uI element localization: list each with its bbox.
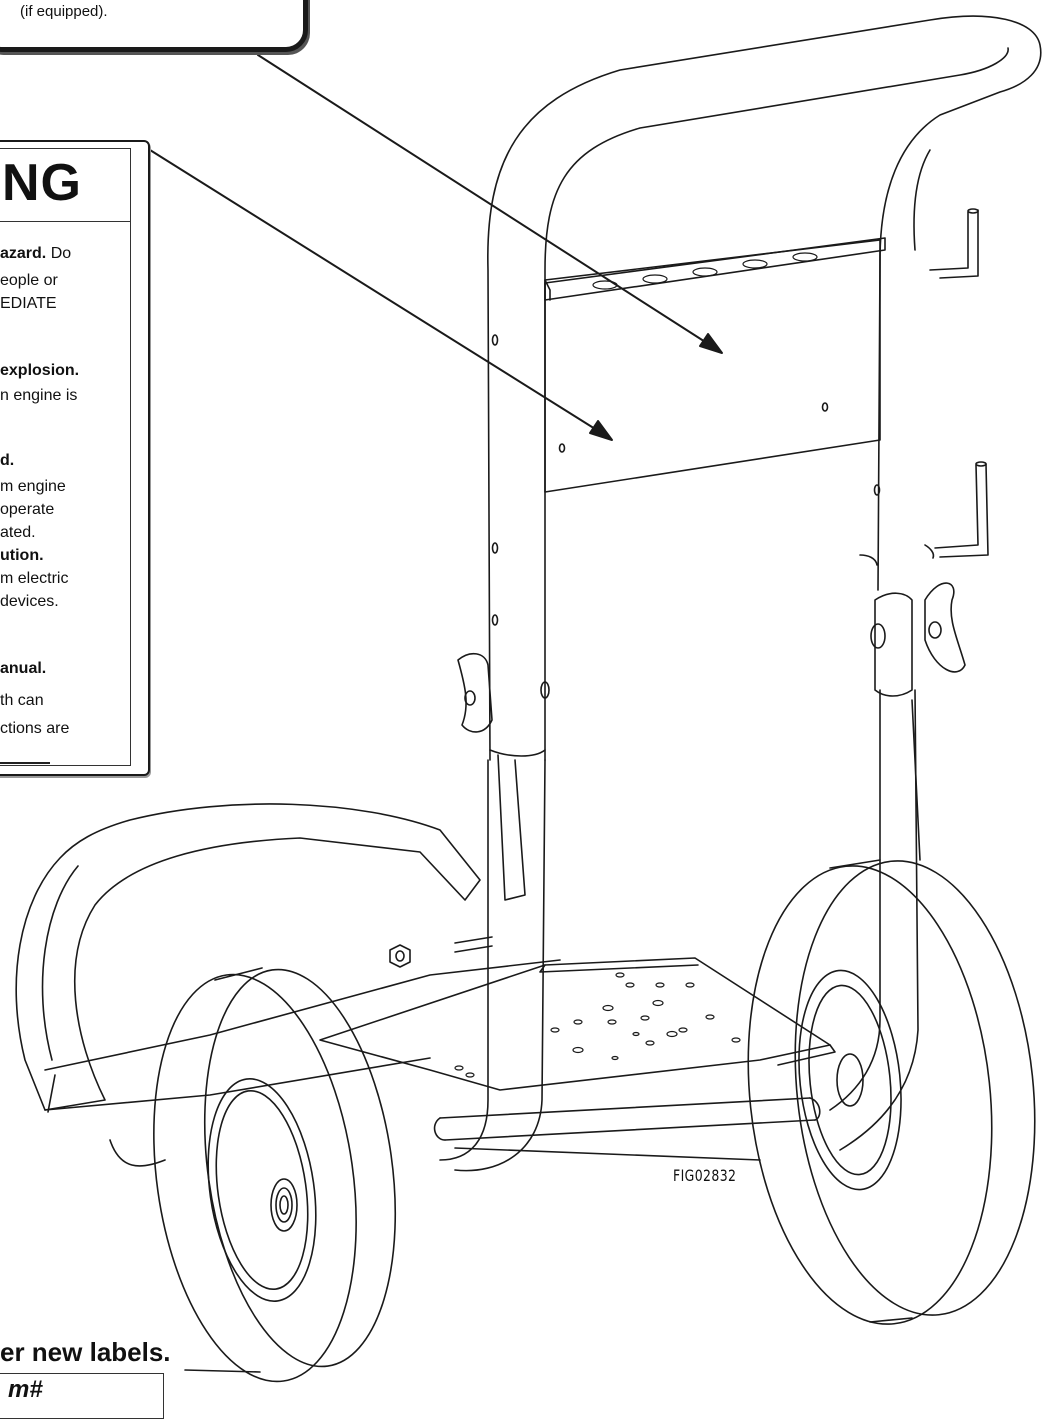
figure-id: FIG02832 <box>673 1166 737 1185</box>
adjustment-knobs <box>457 582 966 901</box>
bottom-table-text: m# <box>8 1376 43 1403</box>
axle <box>433 1097 821 1161</box>
warning-line: anual. <box>0 660 47 677</box>
handle-frame <box>439 15 1042 1172</box>
hose-hooks <box>859 208 989 566</box>
rear-base-frame <box>15 803 561 1167</box>
warning-line: azard. Do <box>0 245 72 262</box>
bottom-caption: er new labels. <box>0 1337 171 1367</box>
equipment-label-box <box>0 0 308 52</box>
back-panel <box>491 237 886 626</box>
warning-line: explosion. <box>0 362 80 379</box>
left-wheel <box>153 967 397 1383</box>
warning-line: EDIATE <box>0 295 57 312</box>
warning-line: ution. <box>0 547 44 564</box>
frame-bolts <box>389 936 493 968</box>
label-pointer-arrows <box>149 54 723 441</box>
equipment-label-text: (if equipped). <box>20 3 108 20</box>
warning-line: d. <box>0 452 15 469</box>
warning-footer-line <box>0 762 50 764</box>
warning-heading: NG <box>2 154 82 212</box>
warning-divider <box>0 221 130 222</box>
warning-label <box>0 140 150 776</box>
warning-line: devices. <box>0 593 59 610</box>
warning-line: m engine <box>0 478 66 495</box>
warning-label-border <box>0 148 131 766</box>
warning-line: th can <box>0 692 44 709</box>
warning-line: m electric <box>0 570 69 587</box>
warning-line: ated. <box>0 524 36 541</box>
warning-line: operate <box>0 501 55 518</box>
warning-line: ctions are <box>0 720 70 737</box>
warning-line: n engine is <box>0 387 78 404</box>
right-wheel <box>747 859 1036 1325</box>
warning-line: eople or <box>0 272 58 289</box>
